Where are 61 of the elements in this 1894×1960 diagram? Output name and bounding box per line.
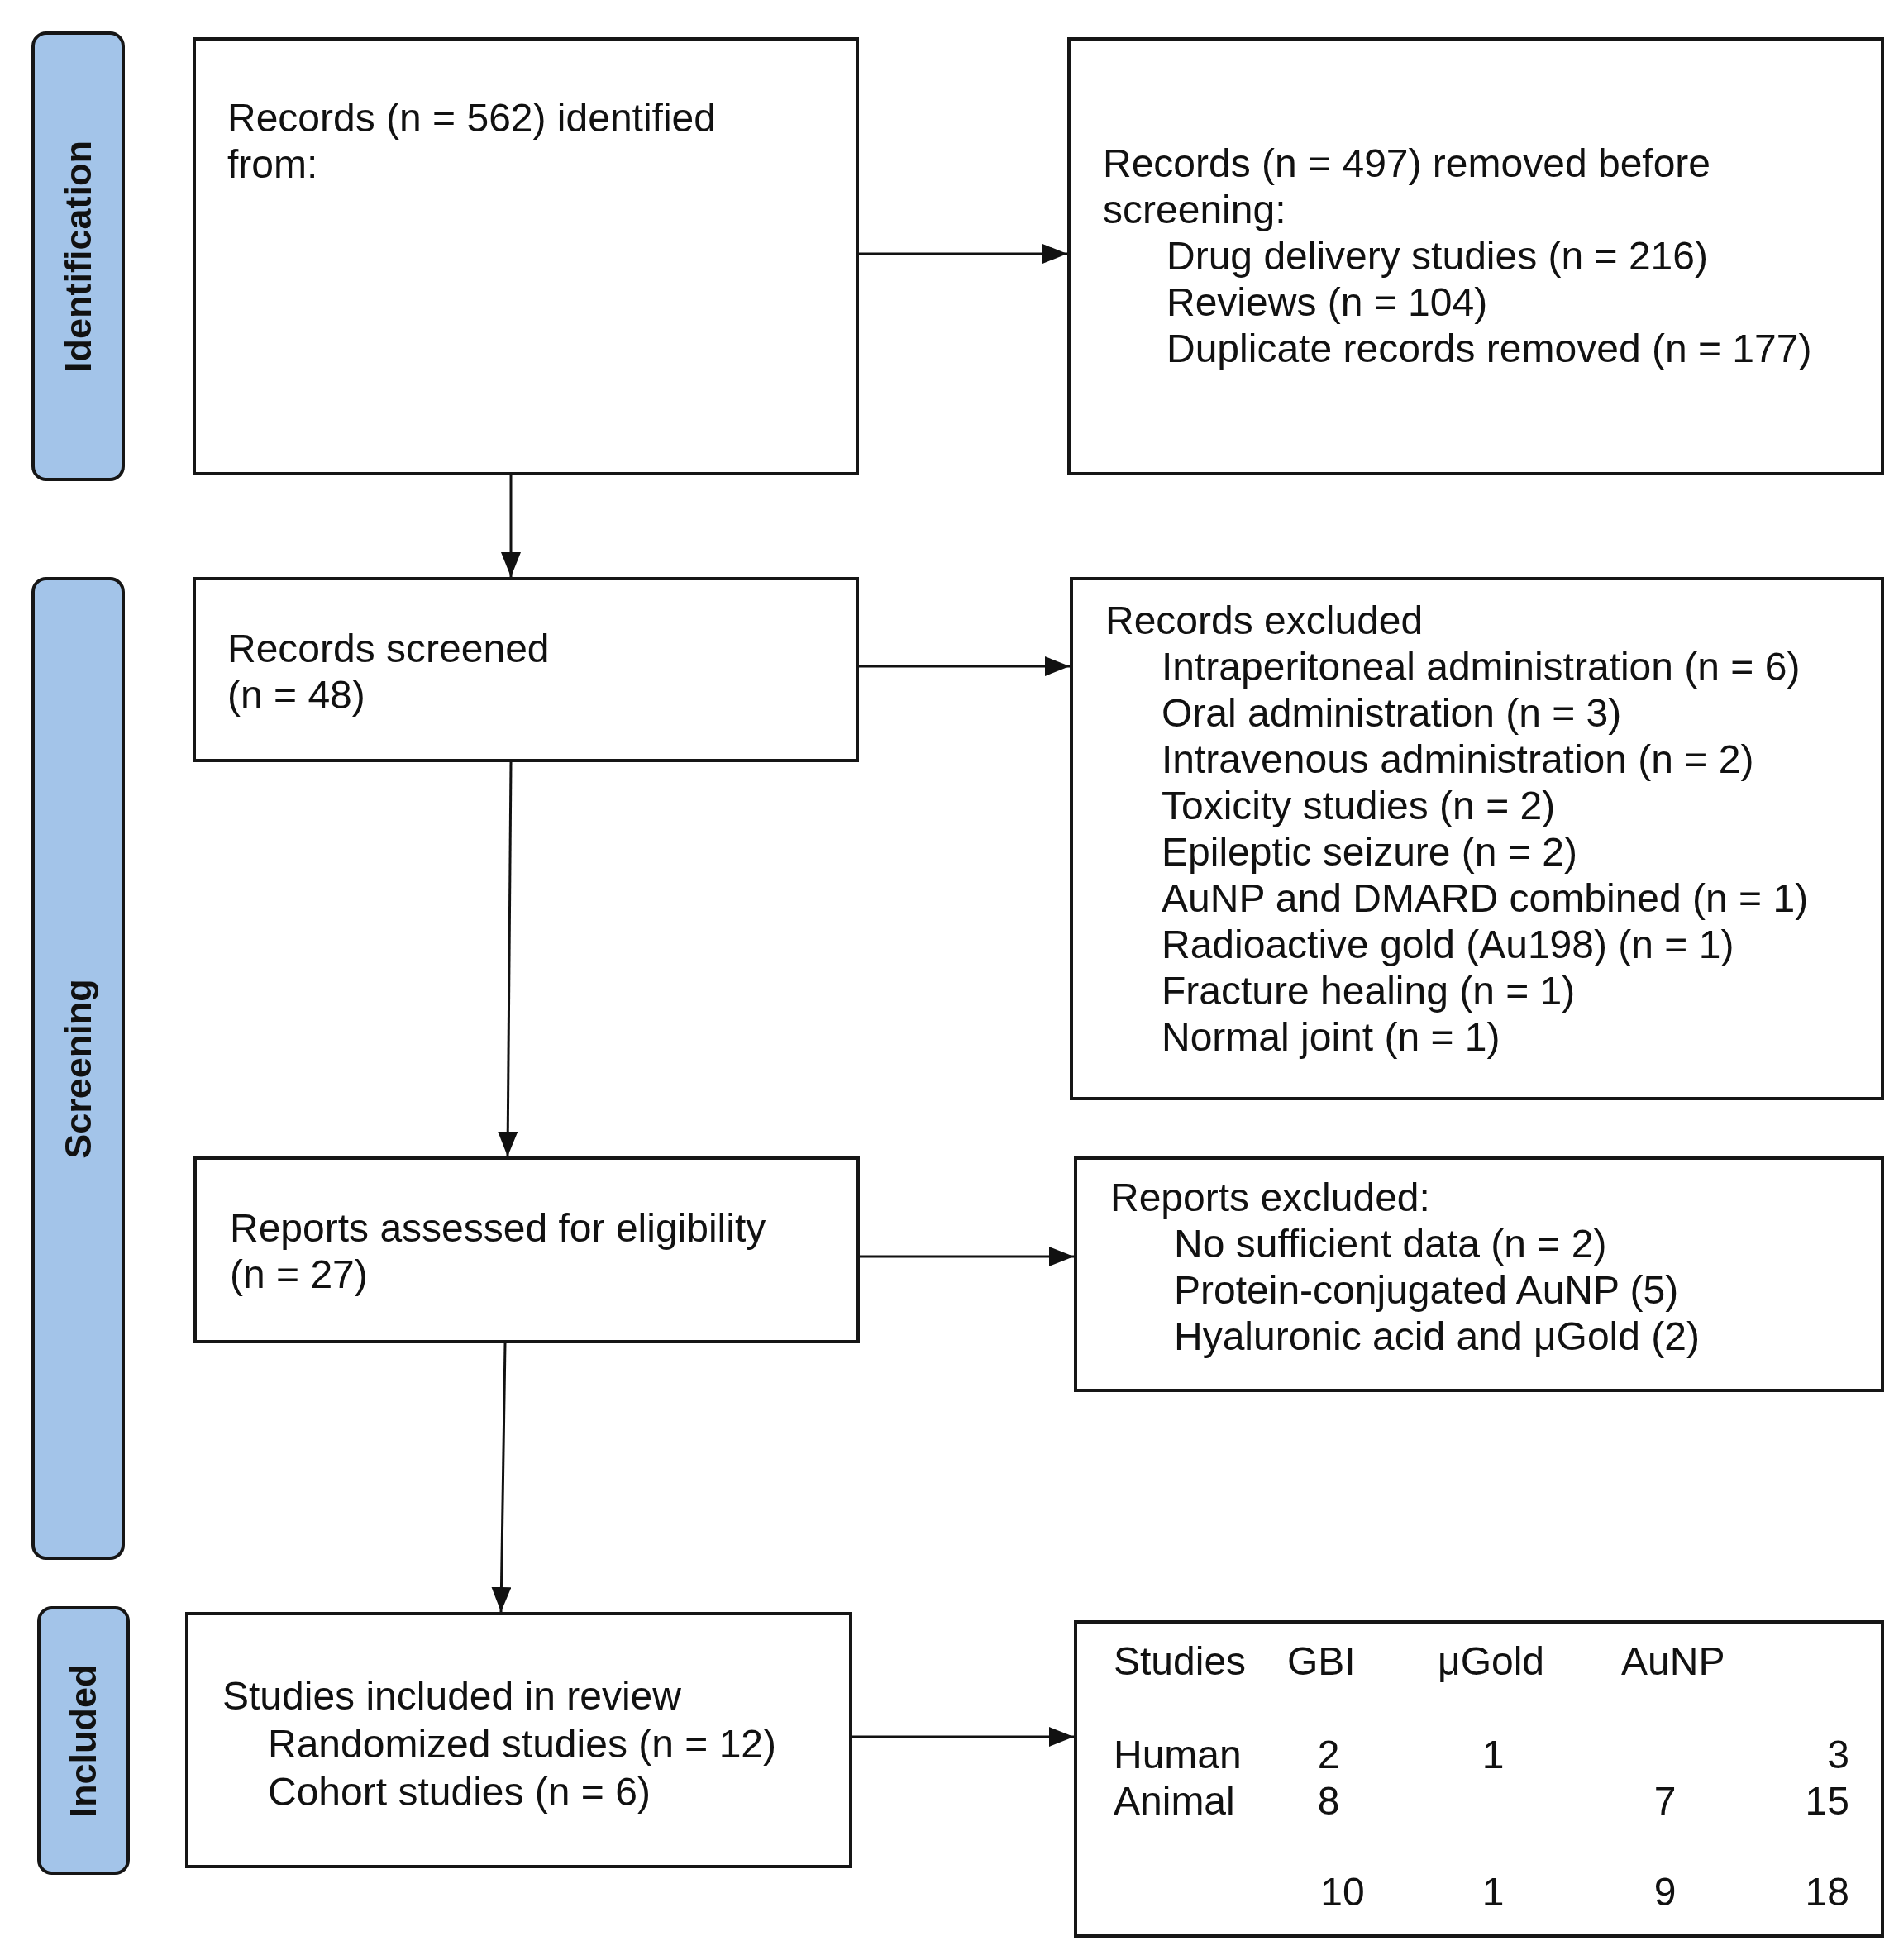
count-value: 3: [1827, 1732, 1849, 1778]
count-value: 1: [1481, 1732, 1505, 1778]
list-item-text: No sufficient data (n = 2): [1174, 1221, 1607, 1267]
list-item-text: Normal joint (n = 1): [1162, 1014, 1500, 1061]
process-box: [1074, 1156, 1884, 1392]
count-value: 18: [1805, 1869, 1849, 1915]
column-header: μGold: [1438, 1638, 1545, 1685]
box-heading: Reports excluded:: [1110, 1175, 1430, 1221]
column-header: Studies: [1114, 1638, 1247, 1685]
arrow: [491, 1342, 512, 1613]
process-box: [193, 1156, 860, 1343]
stage-band: [31, 577, 125, 1560]
count-value: 1: [1481, 1869, 1505, 1915]
list-item-text: Duplicate records removed (n = 177): [1166, 326, 1812, 372]
arrow: [498, 762, 518, 1156]
box-heading: Records excluded: [1105, 598, 1424, 644]
list-item-text: Epileptic seizure (n = 2): [1162, 829, 1577, 875]
list-item-text: Protein-conjugated AuNP (5): [1174, 1267, 1679, 1314]
list-item-text: Oral administration (n = 3): [1162, 690, 1622, 737]
process-box: [193, 37, 859, 475]
process-box: [1067, 37, 1884, 475]
stage-label: Included: [63, 1664, 104, 1817]
box-heading: Studies included in review: [222, 1673, 681, 1719]
list-item-text: Reviews (n = 104): [1166, 279, 1488, 326]
list-item-text: Cohort studies (n = 6): [268, 1769, 651, 1815]
summary-table-box: [1074, 1620, 1884, 1938]
list-item-text: Toxicity studies (n = 2): [1162, 783, 1556, 829]
process-box: [1070, 577, 1884, 1100]
list-item-text: Radioactive gold (Au198) (n = 1): [1162, 922, 1734, 968]
count-value: 8: [1317, 1778, 1340, 1824]
box-heading: Records screened (n = 48): [227, 626, 551, 718]
stage-band: [37, 1606, 130, 1875]
count-value: 9: [1653, 1869, 1677, 1915]
arrow: [859, 244, 1067, 264]
column-header: AuNP: [1621, 1638, 1725, 1685]
list-item-text: Drug delivery studies (n = 216): [1166, 233, 1708, 279]
list-item-text: Randomized studies (n = 12): [268, 1721, 776, 1767]
arrow: [852, 1727, 1074, 1747]
count-value: 2: [1317, 1732, 1340, 1778]
stage-label: Screening: [57, 978, 99, 1159]
row-header: Human: [1114, 1732, 1242, 1778]
stage-label: Identification: [57, 141, 99, 372]
process-box: [185, 1612, 852, 1868]
count-value: 7: [1653, 1778, 1677, 1824]
arrow: [501, 475, 521, 577]
box-heading: Reports assessed for eligibility (n = 27): [230, 1205, 767, 1298]
list-item-text: Intravenous administration (n = 2): [1162, 737, 1754, 783]
stage-band: [31, 31, 125, 481]
count-value: 15: [1805, 1778, 1849, 1824]
column-header: GBI: [1287, 1638, 1356, 1685]
list-item-text: Intraperitoneal administration (n = 6): [1162, 644, 1801, 690]
box-heading: Records (n = 497) removed before screening:: [1103, 141, 1712, 233]
box-heading: Records (n = 562) identified from:: [227, 95, 717, 188]
process-box: [193, 577, 859, 762]
list-item-text: Fracture healing (n = 1): [1162, 968, 1576, 1014]
arrow: [860, 1247, 1074, 1266]
list-item-text: Hyaluronic acid and μGold (2): [1174, 1314, 1700, 1360]
list-item-text: AuNP and DMARD combined (n = 1): [1162, 875, 1809, 922]
count-value: 10: [1320, 1869, 1365, 1915]
arrow: [859, 656, 1070, 676]
row-header: Animal: [1114, 1778, 1235, 1824]
